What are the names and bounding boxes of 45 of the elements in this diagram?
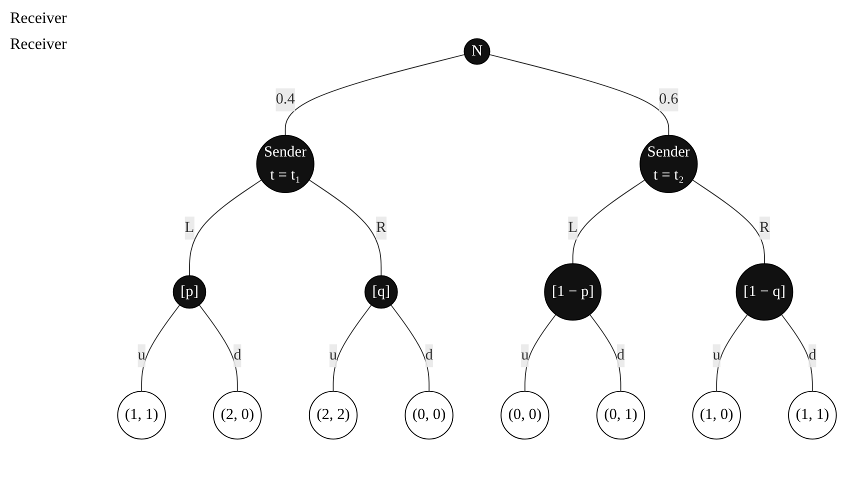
player-label: Receiver: [10, 36, 68, 54]
node-circle: [1 − p]: [544, 262, 602, 320]
edge-label: d: [808, 346, 816, 364]
node-circle: (0, 0): [404, 390, 454, 440]
node-circle: (0, 1): [596, 390, 646, 440]
node-circle: [1 − q]: [736, 262, 794, 320]
node-circle: (2, 2): [308, 390, 358, 440]
connector: [692, 179, 765, 264]
connector: [716, 314, 748, 392]
connector: [332, 304, 372, 392]
edge-label: u: [521, 346, 529, 364]
edge-label: u: [329, 346, 338, 364]
edge-label: 0.4: [276, 90, 295, 108]
player-label: Receiver: [10, 10, 68, 28]
edge-label: d: [234, 346, 242, 364]
edge-label: L: [184, 219, 194, 236]
connector: [284, 54, 466, 136]
node-circle: N: [464, 38, 490, 64]
edge-label: u: [138, 346, 146, 364]
node-circle: Sender t = t₁: [256, 134, 314, 193]
node-circle: (0, 0): [500, 390, 550, 440]
edge-label: d: [425, 346, 433, 364]
edge-label: d: [616, 346, 625, 364]
connector: [572, 179, 646, 264]
connector: [308, 179, 382, 276]
edge-label: u: [712, 346, 720, 364]
edge-label: 0.6: [659, 90, 678, 108]
edge-label: L: [568, 219, 578, 236]
connector: [198, 304, 238, 392]
node-circle: (2, 0): [213, 390, 262, 440]
connector: [589, 314, 622, 392]
node-circle: [q]: [364, 274, 398, 308]
connector: [524, 314, 556, 392]
connector: [488, 54, 670, 136]
node-circle: (1, 1): [788, 390, 837, 440]
node-circle: Sender t = t₂: [640, 134, 698, 193]
connector: [780, 314, 813, 392]
node-circle: (1, 0): [692, 390, 741, 440]
connector: [390, 304, 430, 392]
connector: [141, 304, 180, 392]
edge-label: R: [759, 219, 770, 236]
edge-label: R: [376, 219, 386, 236]
node-circle: [p]: [172, 274, 206, 308]
connector: [189, 179, 262, 276]
node-circle: (1, 1): [117, 390, 166, 440]
